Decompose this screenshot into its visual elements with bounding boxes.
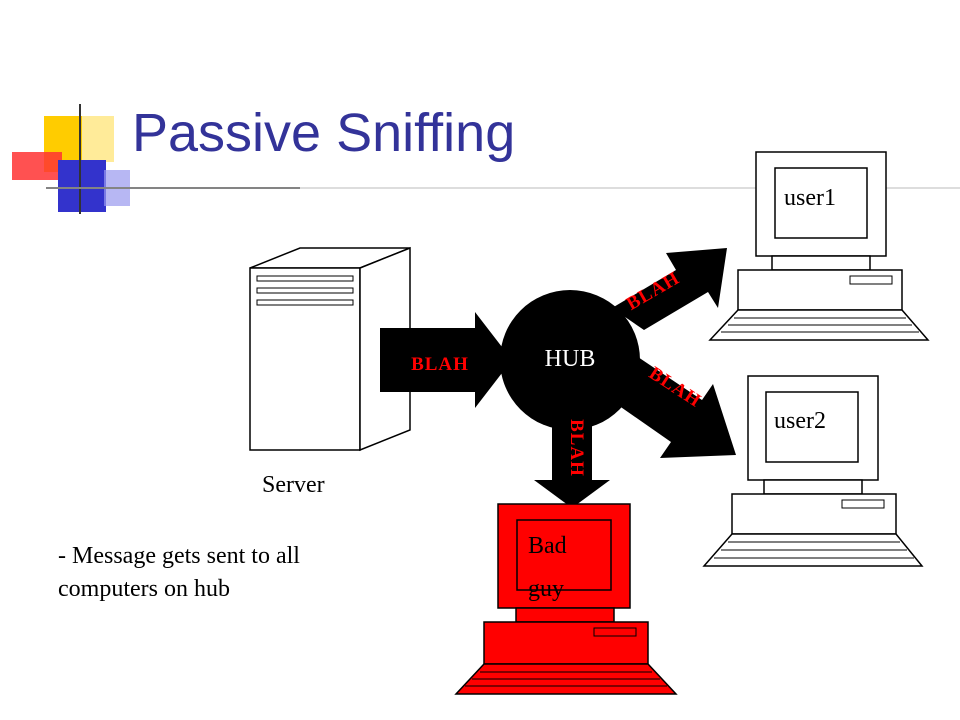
user1-computer-icon	[708, 151, 930, 341]
arrow-label-bad-guy: BLAH	[566, 419, 587, 477]
bullet-text: - Message gets sent to all computers on …	[58, 543, 300, 602]
hub-label: HUB	[545, 346, 596, 372]
arrow-label-server: BLAH	[411, 354, 469, 375]
bad-guy-label-line1: Bad	[528, 533, 567, 559]
server-label: Server	[262, 472, 325, 498]
arrow-server-to-hub	[380, 312, 512, 408]
arrow-hub-to-user2	[605, 355, 736, 458]
hub-node	[500, 290, 640, 430]
user2-computer-icon	[702, 375, 924, 567]
bad-guy-computer-icon	[454, 503, 678, 695]
bad-guy-label-line2: guy	[528, 576, 564, 602]
arrow-hub-to-user1	[612, 248, 727, 330]
slide-title: Passive Sniffing	[132, 103, 516, 163]
server-icon	[249, 246, 411, 452]
corner-logo-icon	[12, 104, 960, 214]
arrow-hub-to-bad-guy	[534, 410, 610, 508]
user2-label: user2	[774, 408, 826, 434]
user1-label: user1	[784, 185, 836, 211]
